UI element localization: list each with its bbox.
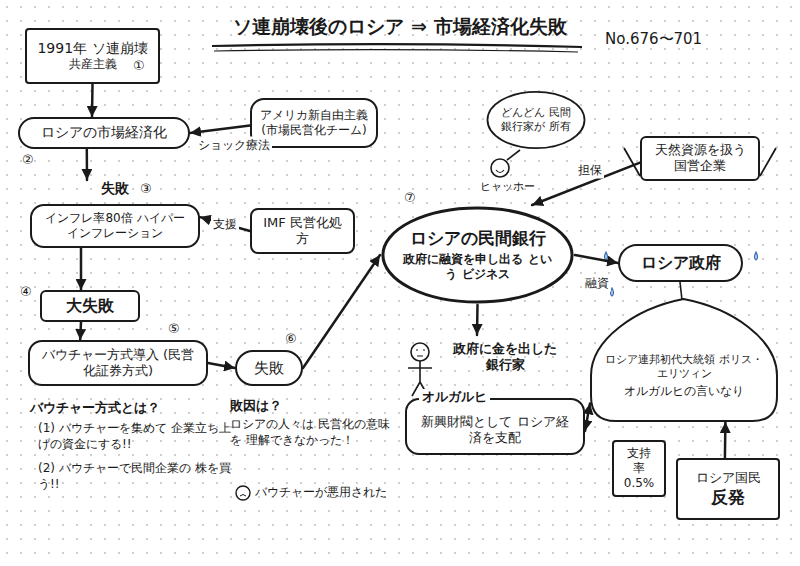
result-box: 大失敗	[40, 290, 140, 322]
node-text: オルガルヒの言いなり	[624, 384, 744, 399]
node-text: ロシア連邦初代大統領 ボリス・エリツィン	[604, 353, 764, 381]
node-tag: オルガルヒ	[419, 389, 490, 405]
result-frame: インフレ率80倍 ハイパーインフレーション	[30, 204, 200, 248]
callout-number: ⑦	[404, 190, 416, 207]
title: ソ連崩壊後のロシア ⇒ 市場経済化失敗	[195, 14, 605, 40]
event-box: 1991年 ソ連崩壊共産主義	[25, 28, 160, 84]
node-text: どんどん 民間銀行家が 所有	[498, 106, 574, 134]
government-box: ロシア政府	[618, 244, 743, 282]
arrow-connector	[476, 305, 479, 335]
arrow-connector	[575, 255, 618, 263]
arrow-connector	[724, 422, 727, 458]
connector-label: 支援	[211, 216, 239, 233]
node-text: インフレ率80倍 ハイパーインフレーション	[40, 211, 190, 241]
arrow-connector	[190, 126, 250, 134]
node-text: 反発	[711, 487, 745, 508]
node-text: 大失敗	[66, 296, 114, 316]
company-box: 天然資源を扱う 国営企業	[640, 136, 760, 181]
speech-bubble: どんどん 民間銀行家が 所有	[486, 90, 586, 150]
note: (1) バウチャーを集めて 企業立ち上げの資金にする!!	[38, 421, 238, 452]
connector-label: 担保	[576, 161, 604, 178]
node-text: バウチャー方式導入 (民営化証券方式)	[38, 347, 198, 380]
node-text: 失敗	[254, 359, 284, 378]
note-heading: 敗因は？	[230, 398, 282, 415]
arrow-connector	[86, 149, 89, 180]
callout-number: ⑤	[168, 321, 180, 338]
arrow-connector	[79, 322, 82, 340]
node-heading: 政府に金を出した 銀行家	[446, 341, 564, 374]
node-text: アメリカ新自由主義 (市場民営化チーム)	[260, 108, 368, 138]
node-text: 政府に融資を申し出る という ビジネス	[403, 252, 552, 282]
connector-label: ショック療法	[196, 137, 272, 154]
process-box: バウチャー方式導入 (民営化証券方式)	[28, 340, 208, 386]
node-text: 支持率 0.5%	[622, 446, 656, 491]
node-text: ロシア国民	[696, 470, 761, 486]
bank-oval: ロシアの民間銀行政府に融資を申し出る という ビジネス	[380, 205, 575, 305]
oligarch-box: 政府に金を出した 銀行家オルガルヒ新興財閥として ロシア経済を支配	[405, 335, 585, 455]
note: (2) バウチャーで民間企業の 株を買う!!	[38, 461, 238, 492]
callout-number: ④	[20, 284, 32, 301]
arrow-connector	[303, 255, 380, 368]
node-text: 共産主義	[69, 57, 117, 72]
oval-shape	[383, 208, 572, 302]
result-box: 失敗	[235, 350, 303, 386]
arrow-connector	[585, 403, 590, 431]
callout-number: ⑥	[285, 331, 297, 348]
node-text: 新興財閥として ロシア経済を支配	[415, 414, 575, 447]
exclamation: ヒャッホー	[480, 180, 535, 194]
president-balloon: ロシア連邦初代大統領 ボリス・エリツィンオルガルヒの言いなり	[590, 298, 778, 422]
process-box: ロシアの市場経済化	[18, 117, 190, 149]
rating-box: 支持率 0.5%	[612, 440, 666, 497]
oligarch-frame: オルガルヒ新興財閥として ロシア経済を支配	[405, 398, 585, 456]
callout-number: ③	[140, 181, 152, 198]
node-text: ロシアの市場経済化	[41, 124, 167, 142]
node-text: 天然資源を扱う 国営企業	[650, 142, 750, 175]
page-number: No.676〜701	[605, 30, 702, 50]
oval-shape	[488, 92, 585, 148]
node-text: ロシア政府	[641, 253, 721, 273]
actor-box: IMF 民営化処方	[250, 208, 355, 254]
callout-number: ②	[22, 152, 34, 169]
note: バウチャーが悪用された	[255, 485, 387, 501]
node-heading: 失敗	[101, 180, 129, 198]
node-text: ロシアの民間銀行	[410, 228, 546, 249]
note-heading: バウチャー方式とは？	[30, 400, 160, 417]
arrow-connector	[80, 248, 83, 291]
callout-number: ①	[133, 58, 145, 75]
arrow-connector	[91, 84, 94, 117]
node-text: 1991年 ソ連崩壊	[37, 40, 147, 58]
arrow-connector	[208, 363, 235, 368]
result-box: 失敗インフレ率80倍 ハイパーインフレーション	[30, 180, 200, 248]
balloon-shape	[591, 299, 777, 421]
node-text: IMF 民営化処方	[260, 215, 345, 248]
note: ロシアの人々は 民営化の意味を 理解できなかった！	[230, 417, 390, 448]
people-box: ロシア国民反発	[676, 458, 780, 520]
connector-label: 融資	[583, 275, 611, 292]
